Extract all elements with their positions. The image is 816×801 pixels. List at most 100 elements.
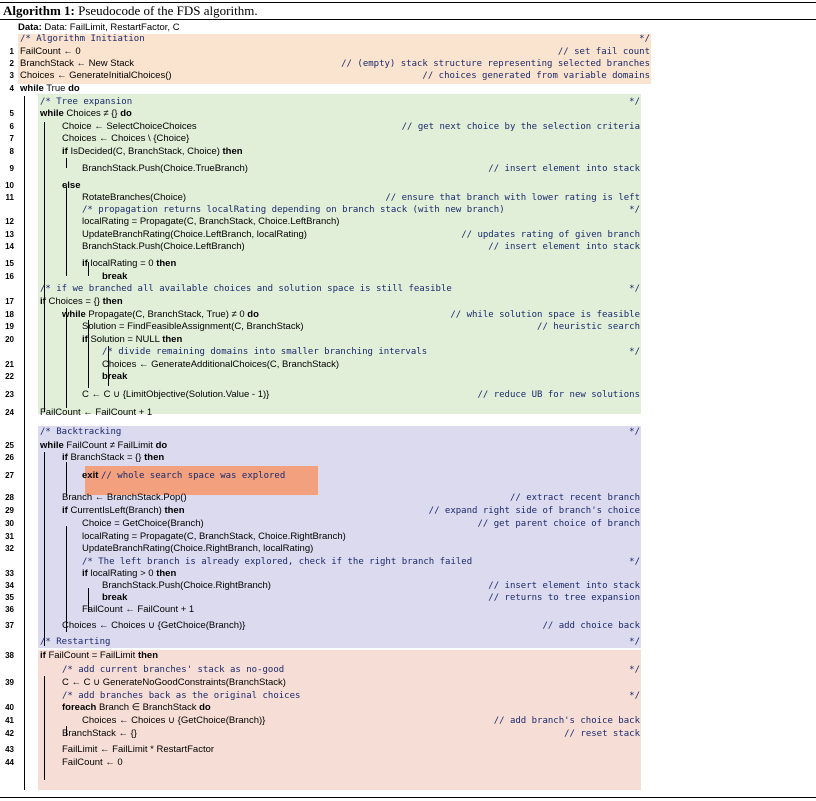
line-comment: */ [629, 427, 640, 437]
line-number: 18 [5, 310, 14, 319]
code-text: break [102, 592, 128, 603]
line-number: 31 [5, 532, 14, 541]
line-comment: // expand right side of branch's choice [428, 506, 640, 516]
line-comment: // heuristic search [537, 322, 640, 332]
line-number: 42 [5, 729, 14, 738]
code-text: foreach Branch ∈ BranchStack do [62, 702, 211, 713]
code-text: localRating = Propagate(C, BranchStack, … [82, 216, 340, 227]
line-comment: */ [629, 691, 640, 701]
line-comment: // choices generated from variable domai… [422, 71, 650, 81]
line-number: 14 [5, 242, 14, 251]
code-text: if IsDecided(C, BranchStack, Choice) the… [62, 146, 243, 157]
caption-rule [0, 19, 816, 20]
code-text: BranchStack ← New Stack [20, 58, 135, 69]
line-comment: */ [629, 97, 640, 107]
algorithm-caption: Algorithm 1: Pseudocode of the FDS algor… [3, 3, 258, 18]
line-number: 35 [5, 593, 14, 602]
code-text: exit // whole search space was explored [82, 470, 286, 481]
line-number: 21 [5, 360, 14, 369]
line-comment: */ [629, 665, 640, 675]
line-number: 34 [5, 581, 14, 590]
line-number: 36 [5, 605, 14, 614]
line-number: 12 [5, 217, 14, 226]
tree-expansion-block [38, 94, 641, 414]
line-number: 44 [5, 758, 14, 767]
line-comment: // insert element into stack [488, 581, 640, 591]
code-text: if BranchStack = {} then [62, 452, 165, 463]
code-text: FailCount ← 0 [62, 757, 123, 768]
code-text: if FailCount = FailLimit then [40, 650, 159, 661]
line-number: 6 [9, 122, 14, 131]
line-number: 3 [9, 71, 14, 80]
line-number: 10 [5, 181, 14, 190]
line-number: 13 [5, 230, 14, 239]
while18-bar [88, 320, 89, 388]
line-number: 1 [9, 47, 14, 56]
else-bar [66, 186, 67, 276]
if38-bar [44, 676, 45, 780]
code-text: while Choices ≠ {} do [40, 108, 132, 119]
exit-highlight [85, 466, 318, 495]
code-text: Choice ← SelectChoiceChoices [62, 121, 197, 132]
code-text: Choices ← Choices \ {Choice} [62, 133, 190, 144]
code-text: FailCount ← FailCount + 1 [82, 604, 195, 615]
comment-text: /* if we branched all available choices … [40, 284, 452, 294]
comment-text: /* add current branches' stack as no-goo… [62, 665, 285, 675]
code-text: FailCount ← FailCount + 1 [40, 407, 153, 418]
line-number: 20 [5, 335, 14, 344]
line-comment: */ [629, 347, 640, 357]
code-text: Choice = GetChoice(Branch) [82, 518, 204, 529]
if17-bar [66, 308, 67, 408]
line-comment: */ [629, 205, 640, 215]
top-rule [0, 2, 816, 3]
code-text: while FailCount ≠ FailLimit do [40, 440, 168, 451]
line-comment: // updates rating of given branch [461, 230, 640, 240]
line-number: 41 [5, 716, 14, 725]
line-comment: */ [629, 284, 640, 294]
while-bar [24, 96, 25, 790]
line-number: 8 [9, 147, 14, 156]
line-number: 39 [5, 678, 14, 687]
code-text: BranchStack.Push(Choice.TrueBranch) [82, 163, 248, 174]
code-text: break [102, 271, 128, 282]
backtracking-block [38, 426, 641, 648]
line-comment: // get next choice by the selection crit… [401, 122, 640, 132]
code-text: Choices ← GenerateInitialChoices() [20, 70, 172, 81]
comment-text: /* Tree expansion [40, 97, 133, 107]
if-bar [66, 158, 67, 168]
code-text: BranchStack ← {} [62, 728, 137, 739]
code-text: RotateBranches(Choice) [82, 192, 187, 203]
line-number: 30 [5, 519, 14, 528]
data-line: Data: Data: FailLimit, RestartFactor, C [18, 22, 180, 33]
line-comment: // insert element into stack [488, 164, 640, 174]
init-block [18, 34, 651, 84]
code-text: while True do [20, 83, 80, 94]
code-text: UpdateBranchRating(Choice.LeftBranch, lo… [82, 229, 307, 240]
line-number: 7 [9, 134, 14, 143]
line-number: 17 [5, 297, 14, 306]
line-number: 11 [5, 193, 14, 202]
break-bar [88, 262, 89, 276]
line-number: 15 [5, 259, 14, 268]
line-number: 4 [9, 84, 14, 93]
line-comment: // get parent choice of branch [477, 519, 640, 529]
line-comment: // extract recent branch [509, 493, 640, 503]
comment-text: /* propagation returns localRating depen… [82, 205, 505, 215]
line-number: 32 [5, 544, 14, 553]
code-text: Branch ← BranchStack.Pop() [62, 492, 187, 503]
line-comment: // while solution space is feasible [450, 310, 640, 320]
code-text: if Choices = {} then [40, 296, 123, 307]
line-number: 25 [5, 441, 14, 450]
code-text: if CurrentIsLeft(Branch) then [62, 505, 185, 516]
comment-init-end: */ [639, 34, 650, 44]
line-comment: // ensure that branch with lower rating … [385, 193, 640, 203]
code-text: if localRating = 0 then [82, 258, 177, 269]
code-text: localRating = Propagate(C, BranchStack, … [82, 531, 346, 542]
code-text: BranchStack.Push(Choice.LeftBranch) [82, 241, 245, 252]
line-number: 29 [5, 506, 14, 515]
line-comment: // insert element into stack [488, 242, 640, 252]
code-text: Choices ← Choices ∪ {GetChoice(Branch)} [62, 620, 246, 631]
code-text: else [62, 180, 81, 191]
line-comment: */ [629, 557, 640, 567]
